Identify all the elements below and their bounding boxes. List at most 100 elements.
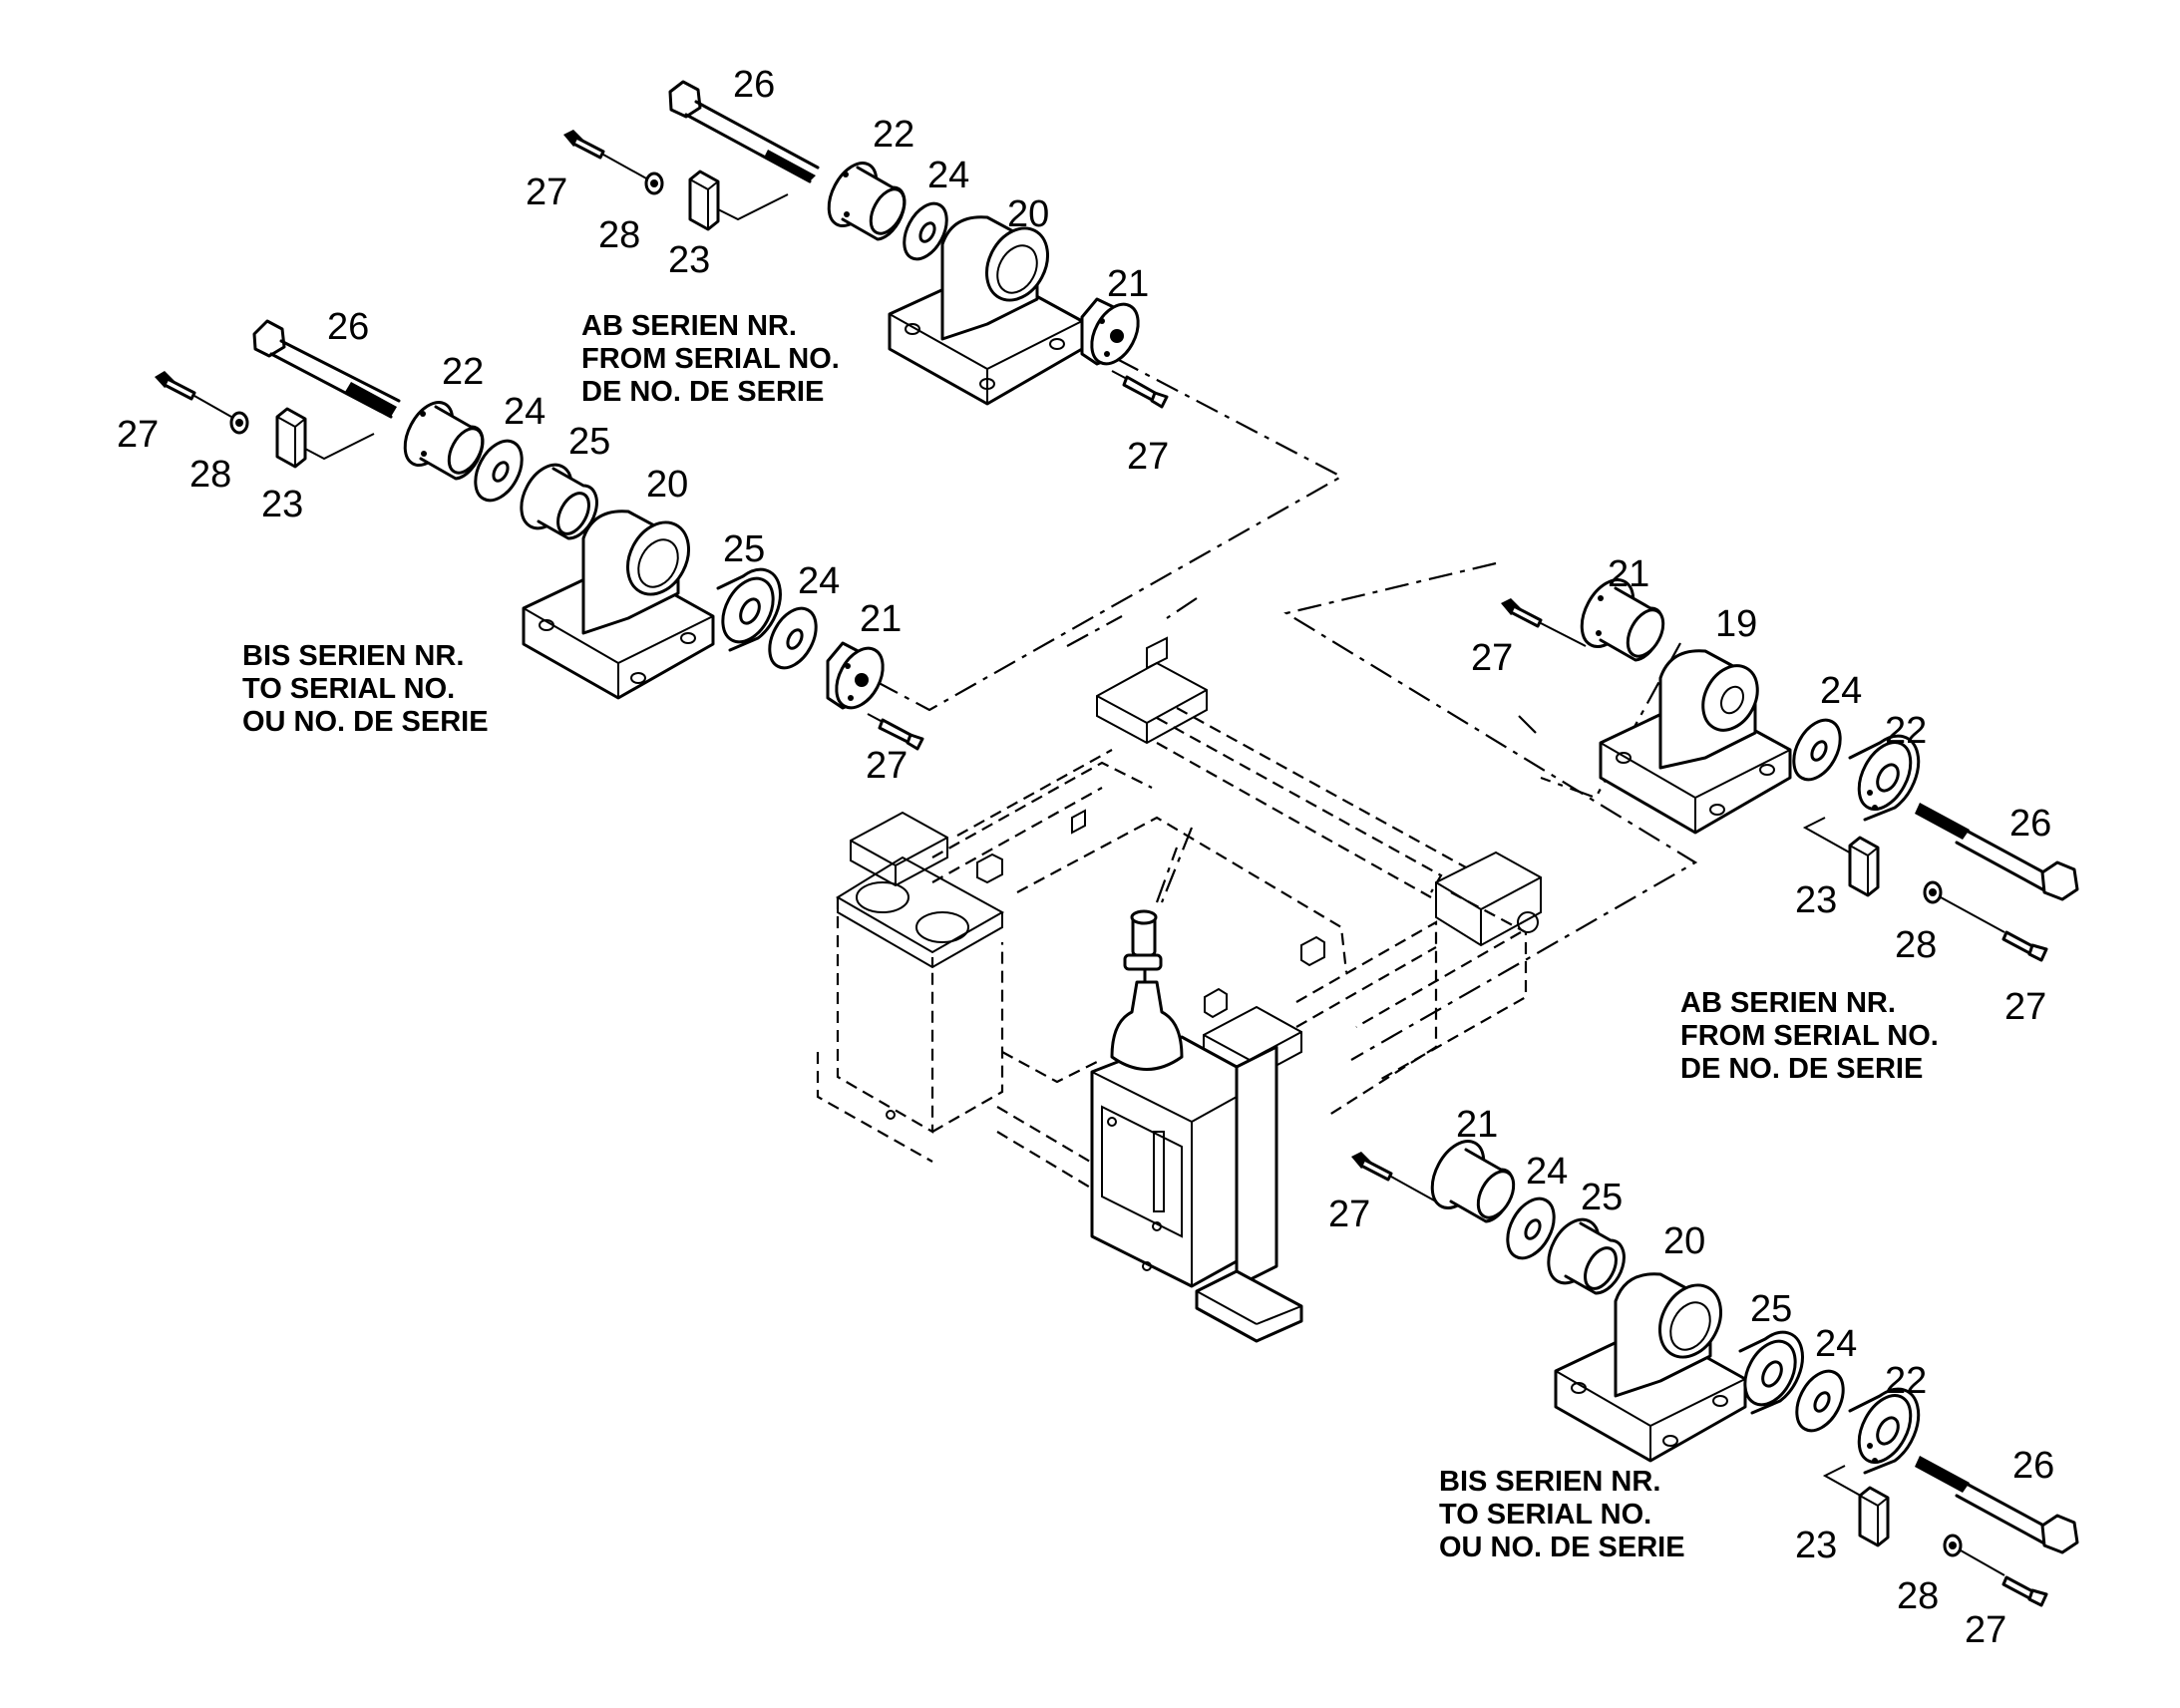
callout-27: 27: [1328, 1194, 1370, 1235]
end-cap-21-icon: [1080, 297, 1140, 366]
screw-27-icon: [1111, 370, 1169, 409]
note-line: OU NO. DE SERIE: [1439, 1532, 1685, 1563]
bushing-25-icon: [1738, 1330, 1804, 1415]
flanged-bushing-22-icon: [403, 401, 485, 481]
note-line: OU NO. DE SERIE: [242, 706, 489, 738]
bushing-25-icon: [716, 567, 782, 652]
connector-lines: [852, 358, 1698, 1061]
note-line: AB SERIEN NR.: [581, 310, 797, 342]
callouts-group-c: 21 19 27 24 22 26 23 28 27: [1471, 553, 2051, 1028]
callout-25: 25: [568, 421, 610, 463]
pillow-block-20-icon: [1554, 1272, 1747, 1463]
washer-24-icon: [474, 439, 524, 503]
note-left-to-serial: BIS SERIEN NR. TO SERIAL NO. OU NO. DE S…: [242, 640, 489, 738]
group-b-left-assembly: [155, 319, 924, 751]
callouts-group-d: 21 24 25 20 27 25 24 22 26 23 28 27: [1328, 1104, 2054, 1651]
callout-24: 24: [798, 560, 840, 602]
callout-23: 23: [1795, 879, 1837, 921]
callout-24: 24: [1820, 670, 1862, 712]
callout-21: 21: [1608, 553, 1649, 595]
callout-28: 28: [1897, 1575, 1939, 1617]
callout-23: 23: [668, 239, 710, 281]
callout-20: 20: [1663, 1220, 1705, 1262]
pillow-block-20-icon: [888, 215, 1084, 406]
screw-27-icon: [867, 713, 924, 751]
note-line: DE NO. DE SERIE: [1680, 1053, 1923, 1085]
callout-27: 27: [866, 745, 908, 787]
screw-27-icon: [1501, 598, 1587, 647]
callouts-group-b: 26 22 24 25 20 25 24 21 27 28 23 27: [117, 306, 908, 787]
key-plate-23-icon: [688, 170, 789, 231]
screw-27-icon: [2001, 1575, 2048, 1607]
callout-27: 27: [1965, 1609, 2006, 1651]
washer-24-icon: [1795, 1369, 1845, 1433]
callout-22: 22: [1885, 1360, 1927, 1402]
flanged-bushing-22-icon: [1848, 734, 1921, 822]
note-bottom-to-serial: BIS SERIEN NR. TO SERIAL NO. OU NO. DE S…: [1439, 1466, 1685, 1563]
callout-21: 21: [1107, 263, 1149, 305]
note-line: TO SERIAL NO.: [1439, 1499, 1651, 1531]
key-plate-23-icon: [275, 407, 375, 469]
key-plate-23-icon: [1822, 1465, 1890, 1547]
lock-washer-28-icon: [1943, 1534, 2005, 1576]
bolt-26-icon: [668, 80, 820, 183]
callout-27: 27: [1471, 637, 1513, 679]
callout-22: 22: [1885, 710, 1927, 752]
note-right-from-serial: AB SERIEN NR. FROM SERIAL NO. DE NO. DE …: [1680, 987, 1939, 1085]
callout-22: 22: [442, 351, 484, 393]
bolt-26-icon: [252, 319, 401, 419]
callouts-group-a: 26 22 24 20 21 27 28 23 27: [526, 64, 1169, 478]
note-line: DE NO. DE SERIE: [581, 376, 824, 408]
screw-27-icon: [2001, 930, 2048, 962]
note-line: AB SERIEN NR.: [1680, 987, 1896, 1019]
group-a-top-assembly: [563, 80, 1169, 409]
callout-26: 26: [2012, 1445, 2054, 1487]
note-line: FROM SERIAL NO.: [581, 343, 840, 375]
pillow-block-19-icon: [1599, 649, 1792, 835]
callout-20: 20: [1007, 193, 1049, 235]
callout-28: 28: [1895, 924, 1937, 966]
flanged-bushing-22-icon: [827, 162, 907, 241]
callout-27: 27: [2004, 986, 2046, 1028]
washer-24-icon: [903, 201, 948, 261]
callout-24: 24: [504, 391, 545, 433]
callout-21: 21: [860, 598, 902, 640]
callout-19: 19: [1715, 603, 1757, 645]
screw-27-icon: [563, 130, 649, 180]
group-c-right-assembly: [1501, 578, 2079, 962]
end-cap-21-icon: [1580, 578, 1665, 662]
mounting-frame: [816, 636, 1542, 1343]
note-line: BIS SERIEN NR.: [242, 640, 464, 672]
note-line: FROM SERIAL NO.: [1680, 1020, 1939, 1052]
washer-24-icon: [1792, 718, 1842, 782]
note-top-left-from-serial: AB SERIEN NR. FROM SERIAL NO. DE NO. DE …: [581, 310, 840, 408]
callout-26: 26: [327, 306, 369, 348]
callout-28: 28: [189, 454, 231, 496]
bushing-25-icon: [1547, 1217, 1626, 1295]
callout-24: 24: [927, 155, 969, 196]
group-d-bottom-assembly: [1351, 1140, 2079, 1607]
bolt-26-icon: [1915, 1456, 2079, 1554]
callout-27: 27: [1127, 436, 1169, 478]
callout-22: 22: [873, 114, 914, 156]
callout-23: 23: [1795, 1525, 1837, 1566]
screw-27-icon: [1351, 1152, 1437, 1202]
bushing-25-icon: [520, 463, 598, 540]
callout-28: 28: [598, 214, 640, 256]
callout-24: 24: [1815, 1323, 1857, 1365]
callout-26: 26: [733, 64, 775, 106]
callout-25: 25: [1581, 1177, 1623, 1218]
lock-washer-28-icon: [1923, 880, 2005, 933]
note-line: BIS SERIEN NR.: [1439, 1466, 1660, 1498]
callout-21: 21: [1456, 1104, 1498, 1146]
screw-27-icon: [155, 371, 232, 418]
lock-washer-28-icon: [644, 171, 664, 195]
note-line: TO SERIAL NO.: [242, 673, 455, 705]
callout-26: 26: [2009, 803, 2051, 845]
callout-27: 27: [526, 171, 567, 213]
bolt-26-icon: [1915, 803, 2079, 901]
pillow-block-20-icon: [522, 510, 715, 700]
washer-24-icon: [1506, 1196, 1556, 1260]
end-cap-21-icon: [1430, 1140, 1516, 1223]
